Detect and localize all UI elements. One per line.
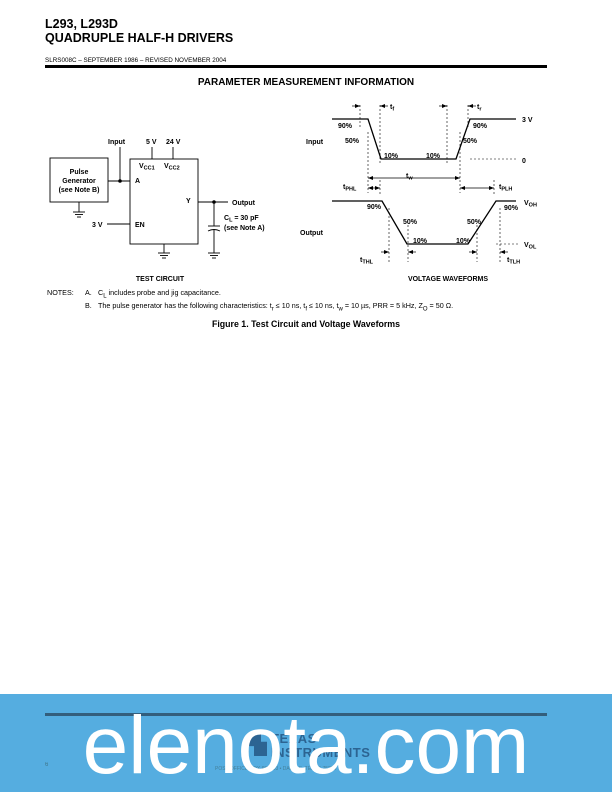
tr-label: tr — [477, 104, 482, 113]
level-0: 0 — [522, 158, 526, 165]
supply-24v: 24 V — [166, 139, 181, 146]
ttlh-label: tTLH — [507, 257, 520, 266]
note-b: B.The pulse generator has the following … — [85, 301, 454, 313]
title-line-1: L293, L293D — [45, 17, 118, 31]
generator-label-1: Pulse — [70, 169, 89, 176]
out-10-right: 10% — [456, 238, 471, 245]
tw-label: tw — [406, 173, 413, 182]
out-50-right: 50% — [467, 219, 482, 226]
in-10-left: 10% — [384, 153, 399, 160]
pin-a-label: A — [135, 178, 140, 185]
document-title: L293, L293D QUADRUPLE HALF-H DRIVERS — [45, 17, 233, 45]
tphl-label: tPHL — [343, 184, 357, 193]
tthl-label: tTHL — [360, 257, 374, 266]
page-number: 6 — [45, 762, 49, 768]
out-10-left: 10% — [413, 238, 428, 245]
in-50-right: 50% — [463, 138, 478, 145]
generator-label-2: Generator — [62, 178, 96, 185]
figure-diagram: Pulse Generator (see Note B) Input 5 V 2… — [49, 104, 537, 283]
wave-input-label: Input — [306, 139, 324, 146]
tplh-label: tPLH — [499, 184, 512, 193]
voltage-waveforms-caption: VOLTAGE WAVEFORMS — [408, 276, 488, 283]
pin-y-label: Y — [186, 198, 191, 205]
generator-label-3: (see Note B) — [59, 187, 100, 194]
notes: NOTES:A.CL includes probe and jig capaci… — [47, 288, 453, 315]
test-circuit — [49, 147, 228, 259]
document-id: SLRS008C – SEPTEMBER 1986 – REVISED NOVE… — [45, 57, 227, 64]
circuit-output-label: Output — [232, 200, 256, 207]
out-90-left: 90% — [367, 204, 382, 211]
note-a: NOTES:A.CL includes probe and jig capaci… — [47, 288, 221, 300]
tf-label: tf — [390, 104, 394, 113]
figure-caption: Figure 1. Test Circuit and Voltage Wavef… — [211, 319, 401, 329]
header-rule — [45, 65, 547, 68]
in-90-right: 90% — [473, 123, 488, 130]
in-90-left: 90% — [338, 123, 353, 130]
pin-en-label: EN — [135, 222, 145, 229]
footer-band — [0, 694, 612, 792]
section-title: PARAMETER MEASUREMENT INFORMATION — [197, 77, 415, 88]
input-waveform — [332, 118, 516, 160]
in-10-right: 10% — [426, 153, 441, 160]
voltage-waveforms — [332, 105, 518, 262]
voh-label: VOH — [524, 200, 537, 209]
cl-label: CL = 30 pF — [224, 215, 259, 224]
supply-5v: 5 V — [146, 139, 157, 146]
in-50-left: 50% — [345, 138, 360, 145]
test-circuit-caption: TEST CIRCUIT — [136, 276, 185, 283]
circuit-input-label: Input — [108, 139, 126, 146]
output-waveform — [332, 200, 516, 245]
vcc2-label: VCC2 — [164, 163, 180, 172]
en-voltage-label: 3 V — [92, 222, 103, 229]
out-90-right: 90% — [504, 205, 519, 212]
level-3v: 3 V — [522, 117, 533, 124]
title-line-2: QUADRUPLE HALF-H DRIVERS — [45, 31, 234, 45]
vcc1-label: VCC1 — [139, 163, 155, 172]
vol-label: VOL — [524, 242, 537, 251]
input-node — [118, 179, 122, 183]
notes-label: NOTES: — [47, 288, 74, 297]
watermark: elenota.com — [82, 700, 530, 791]
footer-rule — [45, 713, 547, 716]
footer-address: POST OFFICE BOX 655303 • DALLAS, TEXAS 7… — [215, 766, 337, 772]
cl-note: (see Note A) — [224, 225, 265, 232]
output-node — [212, 200, 216, 204]
out-50-left: 50% — [403, 219, 418, 226]
wave-output-label: Output — [300, 230, 324, 237]
